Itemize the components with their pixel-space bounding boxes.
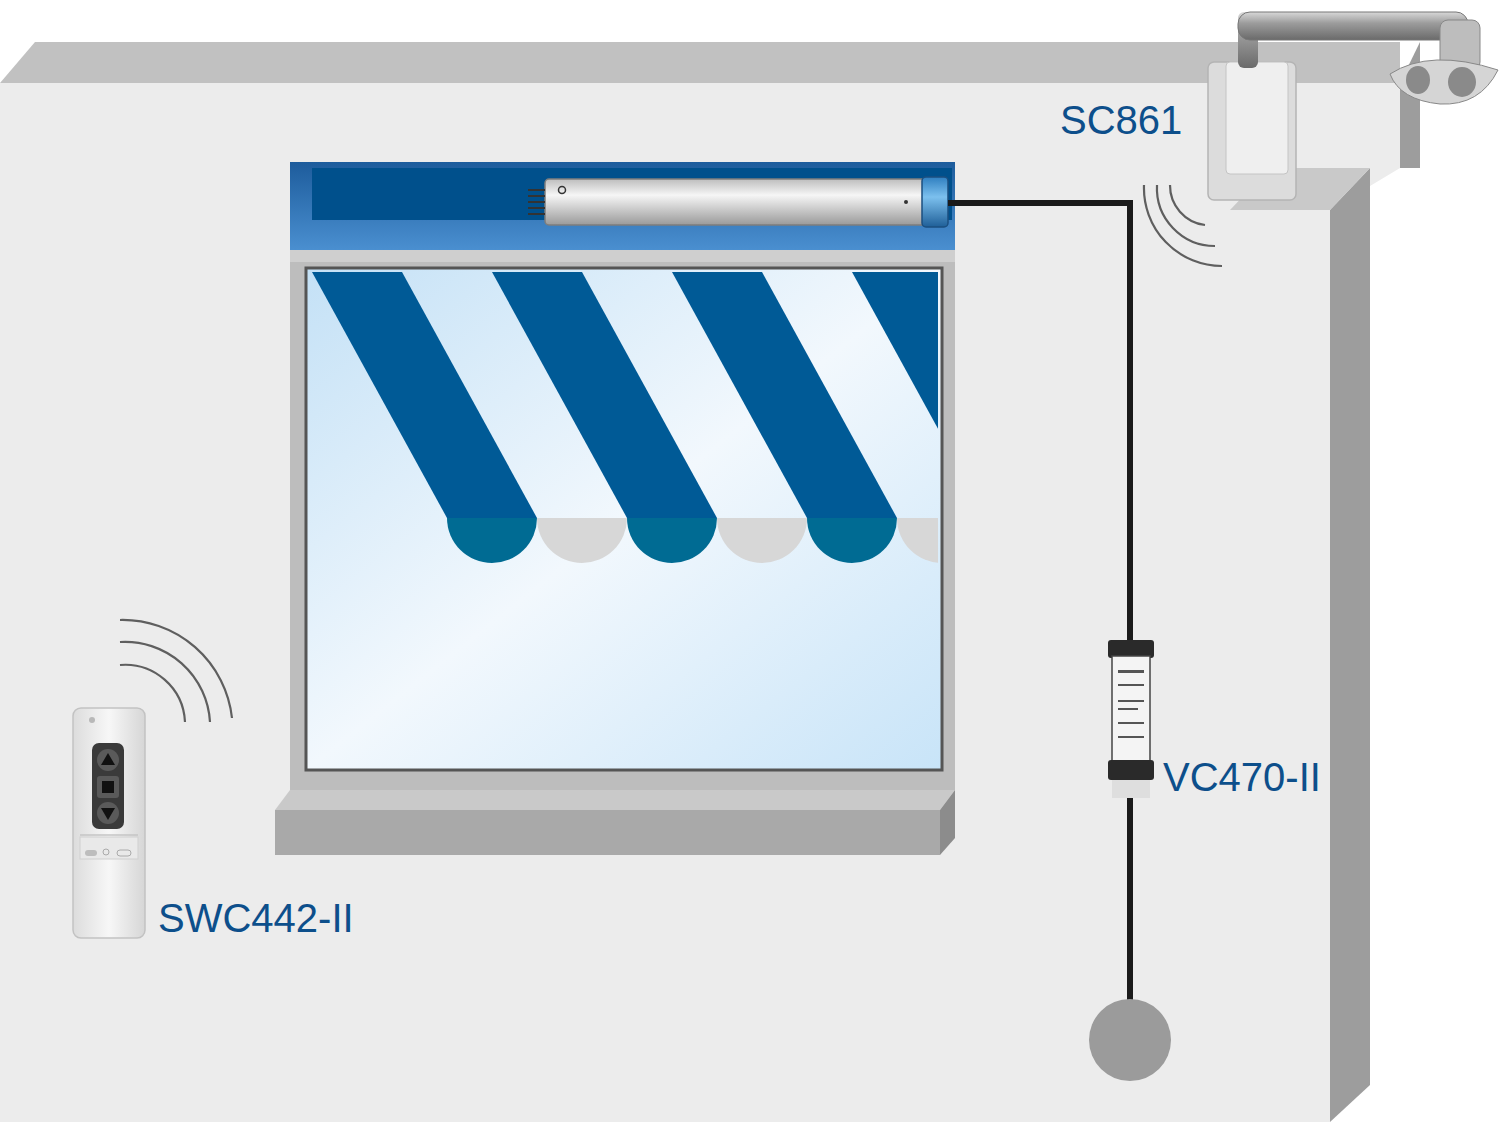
receiver-label: VC470-II bbox=[1163, 757, 1321, 797]
remote-label: SWC442-II bbox=[158, 898, 354, 938]
sensor-label: SC861 bbox=[1060, 100, 1182, 140]
